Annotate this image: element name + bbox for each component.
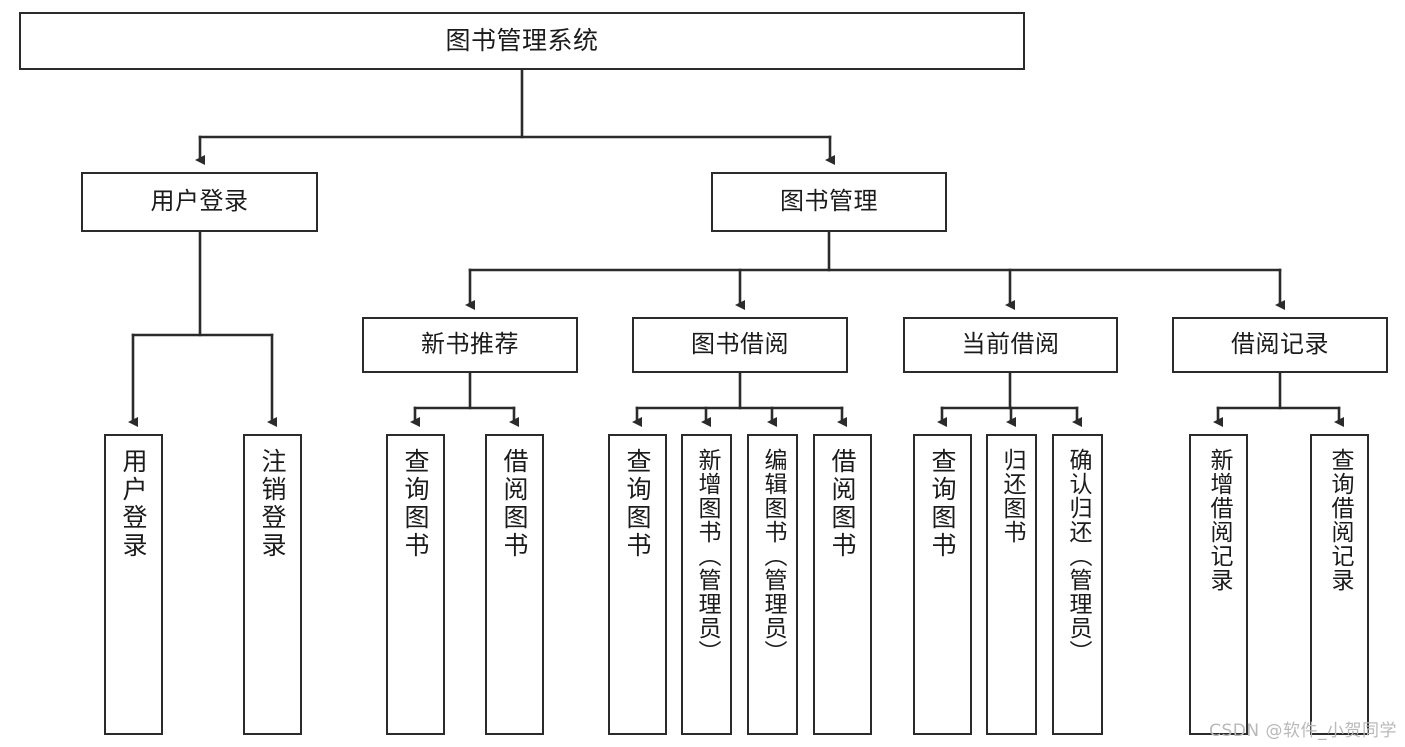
node-leaf-query-book-1-label: 查询图书: [401, 448, 430, 560]
node-borrow-record-label: 借阅记录: [1231, 330, 1329, 359]
node-leaf-add-record-label: 新增借阅记录: [1206, 448, 1232, 592]
node-root[interactable]: 图书管理系统: [19, 12, 1025, 70]
node-book-borrow[interactable]: 图书借阅: [632, 317, 848, 373]
node-leaf-borrow-book-2-label: 借阅图书: [828, 448, 857, 560]
node-root-label: 图书管理系统: [445, 25, 599, 55]
node-leaf-return-book-label: 归还图书: [999, 448, 1025, 544]
node-leaf-user-login-label: 用户登录: [119, 448, 148, 560]
node-user-login[interactable]: 用户登录: [81, 172, 318, 232]
node-leaf-confirm-return[interactable]: 确认归还（管理员）: [1052, 434, 1103, 735]
node-book-manage-label: 图书管理: [780, 187, 878, 216]
node-leaf-user-login[interactable]: 用户登录: [104, 434, 163, 735]
node-current-borrow-label: 当前借阅: [961, 330, 1060, 359]
node-leaf-query-record[interactable]: 查询借阅记录: [1310, 434, 1369, 735]
node-leaf-return-book[interactable]: 归还图书: [986, 434, 1037, 735]
node-new-book-recommend-label: 新书推荐: [421, 330, 519, 359]
node-leaf-query-book-3[interactable]: 查询图书: [913, 434, 972, 735]
node-leaf-logout[interactable]: 注销登录: [243, 434, 302, 735]
node-leaf-query-record-label: 查询借阅记录: [1327, 448, 1353, 592]
node-leaf-add-record[interactable]: 新增借阅记录: [1189, 434, 1248, 735]
node-leaf-borrow-book-1[interactable]: 借阅图书: [485, 434, 544, 735]
node-leaf-edit-book-label: 编辑图书（管理员）: [760, 448, 786, 664]
node-current-borrow[interactable]: 当前借阅: [903, 317, 1118, 373]
watermark-text: CSDN @软件_小贺同学: [1209, 721, 1397, 741]
node-leaf-edit-book[interactable]: 编辑图书（管理员）: [747, 434, 798, 735]
node-borrow-record[interactable]: 借阅记录: [1172, 317, 1388, 373]
node-book-borrow-label: 图书借阅: [691, 330, 789, 359]
node-leaf-add-book-label: 新增图书（管理员）: [694, 448, 720, 664]
node-leaf-confirm-return-label: 确认归还（管理员）: [1065, 448, 1091, 664]
node-user-login-label: 用户登录: [150, 187, 249, 216]
node-leaf-borrow-book-2[interactable]: 借阅图书: [813, 434, 872, 735]
node-leaf-logout-label: 注销登录: [258, 448, 287, 560]
node-leaf-query-book-2[interactable]: 查询图书: [608, 434, 667, 735]
node-book-manage[interactable]: 图书管理: [711, 172, 947, 232]
node-leaf-query-book-2-label: 查询图书: [623, 448, 652, 560]
node-leaf-query-book-1[interactable]: 查询图书: [386, 434, 445, 735]
node-leaf-query-book-3-label: 查询图书: [928, 448, 957, 560]
node-leaf-borrow-book-1-label: 借阅图书: [500, 448, 529, 560]
node-new-book-recommend[interactable]: 新书推荐: [362, 317, 578, 373]
node-leaf-add-book[interactable]: 新增图书（管理员）: [681, 434, 732, 735]
